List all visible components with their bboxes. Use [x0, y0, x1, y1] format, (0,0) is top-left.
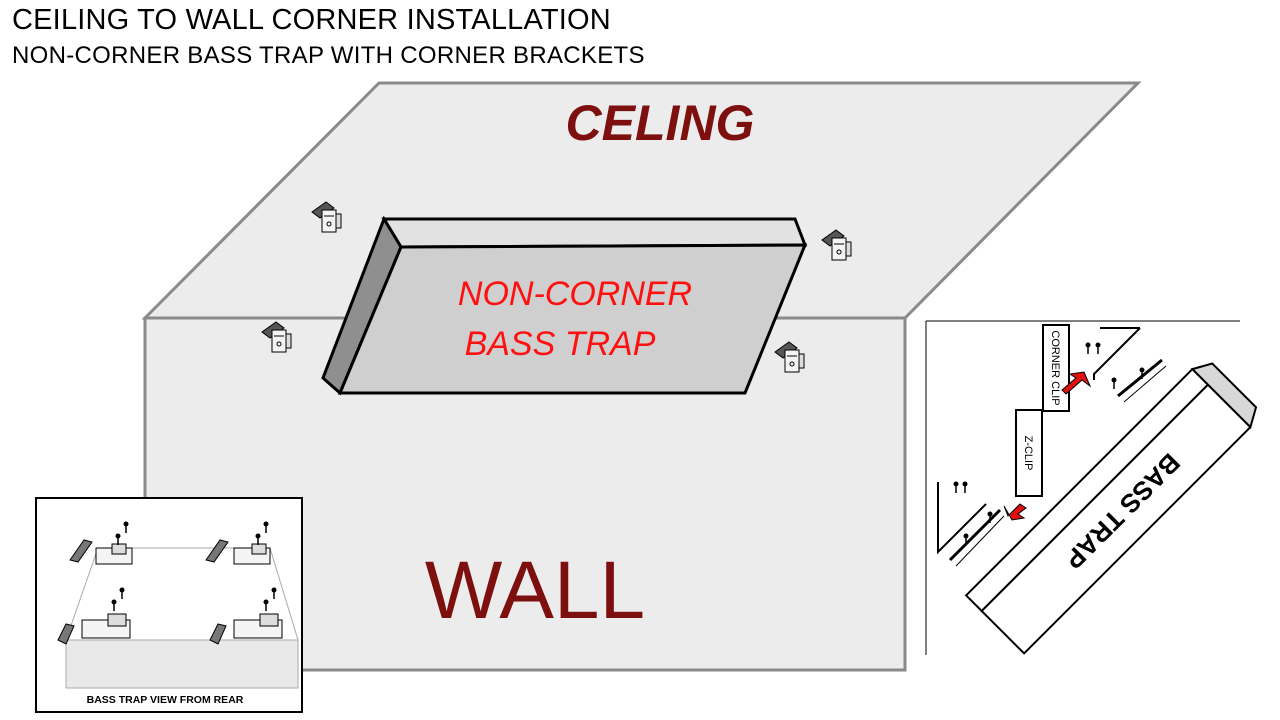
screw-icon: [961, 480, 969, 494]
screw-icon: [1094, 341, 1102, 355]
rear-clip-bottom-right: [209, 613, 283, 645]
corner-clip-label: CORNER CLIP: [1049, 330, 1061, 405]
trap-label-line1: NON-CORNER: [458, 275, 692, 313]
side-bass-trap: BASS TRAP: [964, 362, 1258, 655]
wall-label: WALL: [425, 545, 645, 636]
diagram-subtitle: NON-CORNER BASS TRAP WITH CORNER BRACKET…: [12, 42, 645, 69]
z-clip-label-box: [1015, 409, 1043, 497]
arrow-icon: [1003, 503, 1027, 521]
screw-icon: [1084, 341, 1092, 355]
side-view-detail: BASS TRAP CORNER CLIP Z-CLIP: [925, 320, 1258, 655]
diagram-title: CEILING TO WALL CORNER INSTALLATION: [12, 4, 611, 36]
rear-view-inset: BASS TRAP VIEW FROM REAR: [35, 497, 303, 713]
rear-view-caption: BASS TRAP VIEW FROM REAR: [87, 694, 244, 706]
rear-clip-top-right: [205, 539, 271, 565]
screw-icon: [1110, 376, 1118, 390]
bass-trap-panel: NON-CORNER BASS TRAP: [321, 215, 808, 396]
trap-label-line2: BASS TRAP: [465, 325, 656, 363]
screw-icon: [952, 480, 960, 494]
z-clip-label: Z-CLIP: [1022, 436, 1034, 471]
rear-clip-top-left: [69, 539, 133, 565]
ceiling-label: CELING: [566, 95, 755, 151]
arrow-icon: [1061, 371, 1092, 395]
corner-clip-label-box: [1042, 324, 1070, 412]
rear-clip-bottom-left: [57, 613, 131, 645]
